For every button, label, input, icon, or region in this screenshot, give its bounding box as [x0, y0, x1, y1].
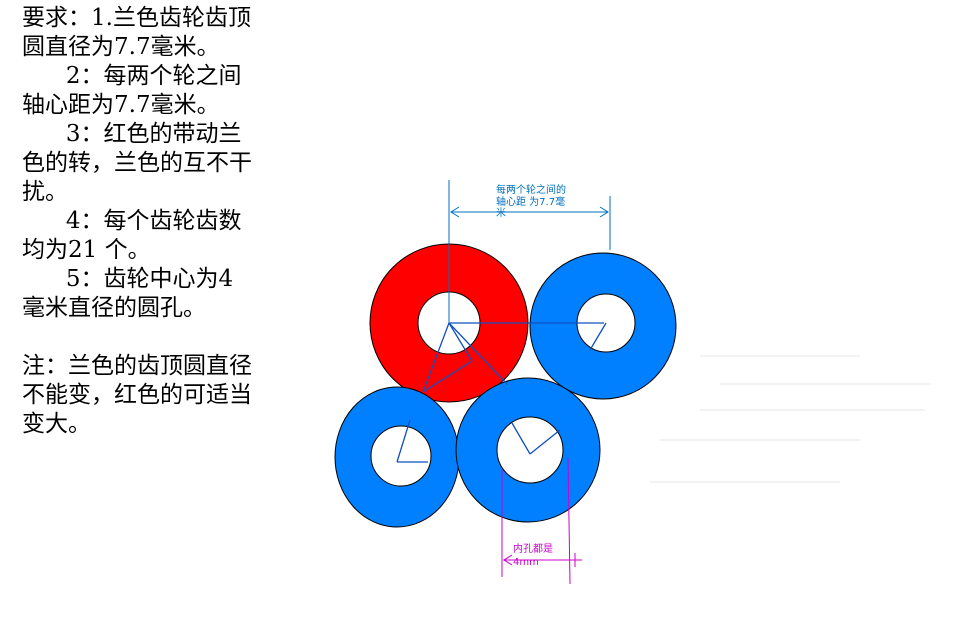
axis-distance-label: 轴心距 为7.7毫	[496, 195, 565, 208]
requirement-line: 4：每个齿轮齿数	[22, 208, 242, 234]
requirements-text: 要求：1.兰色齿轮齿顶 圆直径为7.7毫米。 2：每两个轮之间 轴心距为7.7毫…	[22, 4, 332, 439]
hole-diameter-dimension	[501, 457, 582, 585]
requirement-line: 毫米直径的圆孔。	[22, 295, 206, 321]
note-line: 变大。	[22, 411, 91, 437]
faint-residual-marks	[650, 355, 930, 483]
requirement-line: 均为21 个。	[22, 237, 151, 263]
requirement-line: 要求：1.兰色齿轮齿顶	[22, 5, 251, 31]
hole-diameter-label: 4mm	[513, 557, 539, 568]
center-lines	[396, 322, 607, 463]
note-line: 注：兰色的齿顶圆直径	[22, 353, 252, 379]
blue-gear-bottom-left	[334, 386, 460, 528]
note-line: 不能变，红色的可适当	[22, 382, 252, 408]
requirement-line: 轴心距为7.7毫米。	[22, 92, 220, 118]
hole-diameter-label: 内孔都是	[513, 542, 553, 555]
requirement-line: 3：红色的带动兰	[22, 121, 242, 147]
requirement-line: 扰。	[22, 179, 68, 205]
axis-distance-label: 米	[496, 206, 506, 219]
axis-distance-dimension	[448, 180, 611, 323]
requirement-line: 5：齿轮中心为4	[22, 266, 234, 292]
requirement-line: 圆直径为7.7毫米。	[22, 34, 220, 60]
requirement-line: 色的转，兰色的互不干	[22, 150, 252, 176]
blue-gear-hole	[496, 416, 564, 484]
blue-gear-top-right	[529, 252, 677, 400]
blue-gear-hole	[370, 425, 432, 487]
axis-distance-label: 每两个轮之间的	[496, 183, 566, 196]
requirement-line: 2：每两个轮之间	[22, 63, 242, 89]
